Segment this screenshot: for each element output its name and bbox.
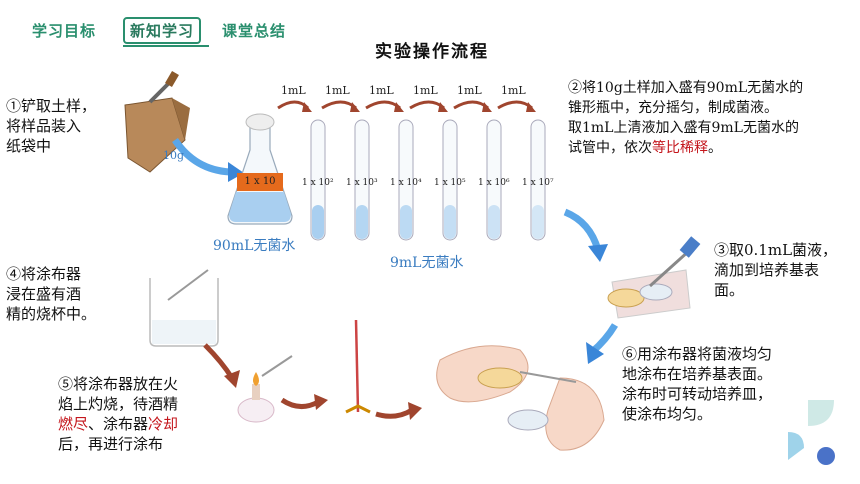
dilution-label: 1 x 10⁴ <box>390 178 422 188</box>
transfer-label: 1mL <box>457 84 482 97</box>
dilution-label: 1 x 10² <box>302 178 334 188</box>
step-3-text: ③取0.1mL菌液，滴加到培养基表面。 <box>714 241 838 299</box>
transfer-label: 1mL <box>325 84 350 97</box>
transfer-arrows <box>277 100 533 110</box>
dilution-label: 1 x 10⁵ <box>434 178 466 188</box>
dilution-label: 1 x 10³ <box>346 178 378 188</box>
step-4-text: ④将涂布器浸在盛有酒精的烧杯中。 <box>6 265 97 323</box>
alcohol-lamp-icon <box>237 355 293 423</box>
flask-water-label: 90mL无菌水 <box>213 238 296 254</box>
petri-dish-pipette-icon <box>607 236 701 319</box>
page-title: 实验操作流程 <box>375 42 489 62</box>
soil-bag-icon <box>124 70 190 173</box>
tab-underline <box>123 45 209 47</box>
tab-class-summary[interactable]: 课堂总结 <box>222 22 287 40</box>
step-5-text: ⑤将涂布器放在火 焰上灼烧，待酒精 燃尽、涂布器冷却 后，再进行涂布 <box>58 375 179 453</box>
beaker-icon <box>149 269 219 347</box>
spreading-hands-icon <box>436 345 605 451</box>
step-1-text: ①铲取土样，将样品装入纸袋中 <box>6 97 97 155</box>
transfer-label: 1mL <box>413 84 438 97</box>
spreader-icon <box>345 319 371 414</box>
blue-arrow-icon <box>172 137 231 176</box>
droplet-icons <box>788 400 835 465</box>
tab-new-knowledge[interactable]: 新知学习 <box>123 17 202 44</box>
transfer-label: 1mL <box>369 84 394 97</box>
transfer-label: 1mL <box>501 84 526 97</box>
dilution-label: 1 x 10⁶ <box>478 178 510 188</box>
flask-dilution-label: 1 x 10 <box>237 173 283 191</box>
transfer-label: 1mL <box>281 84 306 97</box>
soil-amount-label: 10g <box>163 149 185 162</box>
step-2-text: ②将10g土样加入盛有90mL无菌水的 锥形瓶中，充分摇匀，制成菌液。 取1mL… <box>568 80 804 156</box>
dilution-label: 1 x 10⁷ <box>522 178 554 188</box>
test-tubes-icon <box>310 119 546 241</box>
tab-learning-goals[interactable]: 学习目标 <box>32 22 97 40</box>
tube-water-label: 9mL无菌水 <box>390 255 464 271</box>
step-6-text: ⑥用涂布器将菌液均匀地涂布在培养基表面。涂布时可转动培养皿，使涂布均匀。 <box>622 345 773 423</box>
